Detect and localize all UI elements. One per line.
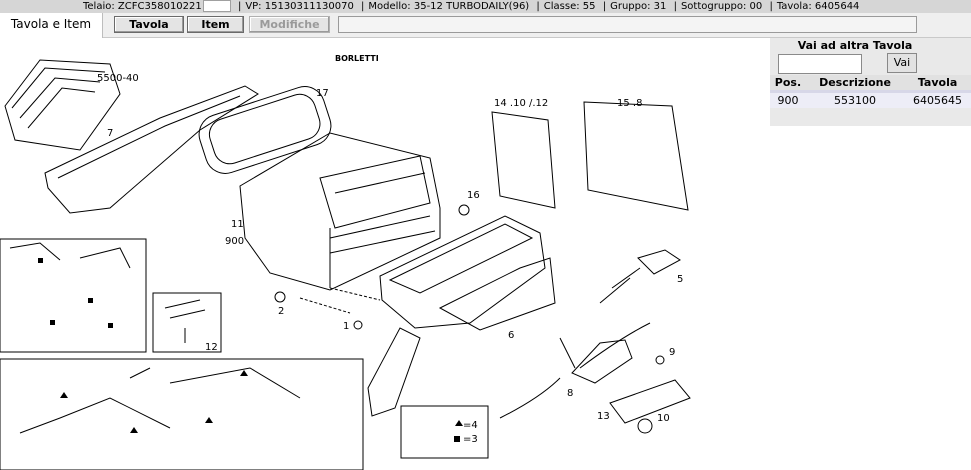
bolt-part-2 (274, 291, 286, 303)
tab-tavola-e-item[interactable]: Tavola e Item (0, 13, 103, 38)
gruppo-text: Gruppo: 31 (610, 1, 667, 12)
tab-strip: Tavola e Item Tavola Item Modifiche (0, 13, 971, 38)
separator: | (673, 1, 677, 12)
filter-part-14 (491, 111, 556, 209)
callout-11: 11 (231, 219, 244, 230)
telaio-input[interactable] (202, 0, 231, 12)
modello-text: Modello: 35-12 TURBODAILY(96) (368, 1, 530, 12)
filter-part-15 (583, 101, 689, 211)
cell-descrizione[interactable]: 553100 (805, 93, 905, 108)
vp-text: VP: 15130311130070 (245, 1, 354, 12)
knob-part-9 (655, 355, 665, 365)
callout-900: 900 (225, 236, 244, 247)
inset-box-legend (400, 405, 489, 459)
exploded-parts-diagram: BORLETTI 5500-40 7 17 14 .10 /.12 15 .8 … (0, 38, 770, 470)
panel-title: Vai ad altra Tavola (797, 39, 913, 52)
outlet-duct-part (367, 327, 421, 417)
callout-16: 16 (467, 190, 480, 201)
sottogruppo-text: Sottogruppo: 00 (680, 1, 763, 12)
goto-table-panel: Vai ad altra Tavola Vai Pos. Descrizione… (770, 38, 971, 126)
callout-5: 5 (677, 274, 683, 285)
modifiche-button[interactable]: Modifiche (249, 16, 330, 33)
callout-9: 9 (669, 347, 675, 358)
legend-triangle-text: =4 (463, 420, 478, 431)
callout-13: 13 (597, 411, 610, 422)
table-number-input[interactable] (778, 54, 862, 74)
callout-1: 1 (343, 321, 349, 332)
air-duct-part (379, 215, 546, 329)
vent-panel-part (4, 59, 121, 151)
callout-14: 14 .10 /.12 (494, 98, 548, 109)
tab-info-field (338, 16, 917, 33)
callout-10: 10 (657, 413, 670, 424)
telaio-value: ZCFC358010221 (117, 1, 202, 12)
column-header-pos: Pos. (770, 75, 806, 90)
separator: | (237, 1, 242, 12)
inset-box-cables (0, 238, 147, 353)
diagram-title: BORLETTI (335, 54, 379, 63)
column-header-descrizione: Descrizione (805, 75, 905, 90)
bolt-part-1 (353, 320, 363, 330)
cell-pos[interactable]: 900 (770, 93, 806, 108)
inset-box-rods (0, 358, 364, 470)
callout-6: 6 (508, 330, 514, 341)
callout-2: 2 (278, 306, 284, 317)
parts-drawing: BORLETTI 5500-40 7 17 14 .10 /.12 15 .8 … (0, 54, 691, 470)
classe-text: Classe: 55 (543, 1, 596, 12)
legend-square-text: =3 (463, 434, 478, 445)
bezel-part (609, 379, 691, 424)
telaio-label: Telaio: (83, 1, 115, 12)
callout-5500-40: 5500-40 (97, 73, 139, 84)
callout-8: 8 (567, 388, 573, 399)
table-row[interactable]: 900 553100 6405645 (770, 93, 971, 108)
callout-7: 7 (107, 128, 113, 139)
separator: | (769, 1, 773, 12)
separator: | (536, 1, 540, 12)
callout-17: 17 (316, 88, 329, 99)
control-panel-part (571, 339, 633, 384)
control-module-part (637, 249, 681, 275)
ring-part (458, 204, 470, 216)
heater-housing-part (239, 132, 441, 291)
separator: | (602, 1, 607, 12)
callout-15: 15 .8 (617, 98, 642, 109)
knob-part (637, 418, 653, 434)
header-divider (770, 90, 971, 93)
gasket-part (198, 86, 332, 174)
item-button[interactable]: Item (187, 16, 244, 33)
separator: | (361, 1, 365, 12)
vai-button[interactable]: Vai (887, 53, 917, 73)
table-header-row: Pos. Descrizione Tavola (770, 75, 971, 90)
inset-box-12 (152, 292, 222, 353)
parts-table: Pos. Descrizione Tavola 900 553100 64056… (770, 75, 971, 108)
tavola-text: Tavola: 6405644 (776, 1, 860, 12)
tavola-button[interactable]: Tavola (114, 16, 184, 33)
vehicle-info-bar: Telaio: ZCFC358010221 |VP: 1513031113007… (0, 0, 971, 13)
callout-12: 12 (205, 342, 218, 353)
column-header-tavola: Tavola (904, 75, 971, 90)
cell-tavola[interactable]: 6405645 (904, 93, 971, 108)
